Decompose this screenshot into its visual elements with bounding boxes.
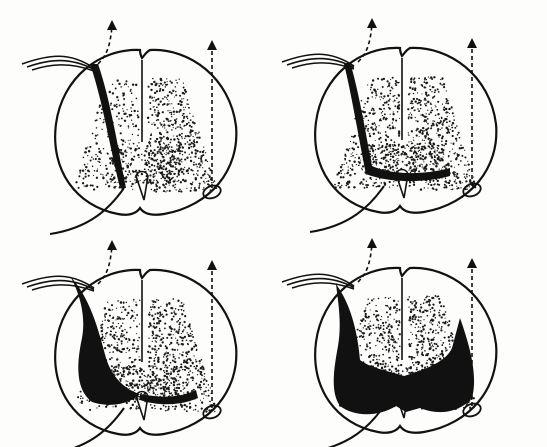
efferent-fiber [50, 188, 124, 234]
dorsal-root [282, 54, 354, 69]
arrow-up-icon [107, 240, 117, 250]
cord-section-bottom-right [282, 238, 496, 447]
dorsal-root [22, 276, 94, 291]
arrow-up-icon [467, 258, 477, 268]
arrow-up-icon [207, 260, 217, 270]
efferent-fiber [50, 408, 124, 447]
cord-section-top-left [22, 20, 236, 234]
arrow-up-icon [367, 238, 377, 248]
cord-section-bottom-left [22, 240, 236, 447]
affected-gray-matter [334, 284, 474, 414]
dorsal-root [282, 274, 354, 289]
arrow-up-icon [367, 18, 377, 28]
arrow-up-icon [207, 40, 217, 50]
gray-matter-left-stipple [75, 79, 140, 190]
dorsal-root [22, 56, 94, 71]
gray-matter-right-stipple [147, 78, 217, 193]
arrow-up-icon [107, 20, 117, 30]
arrow-up-icon [467, 38, 477, 48]
cord-section-top-right [282, 18, 496, 232]
efferent-fiber [310, 186, 384, 232]
